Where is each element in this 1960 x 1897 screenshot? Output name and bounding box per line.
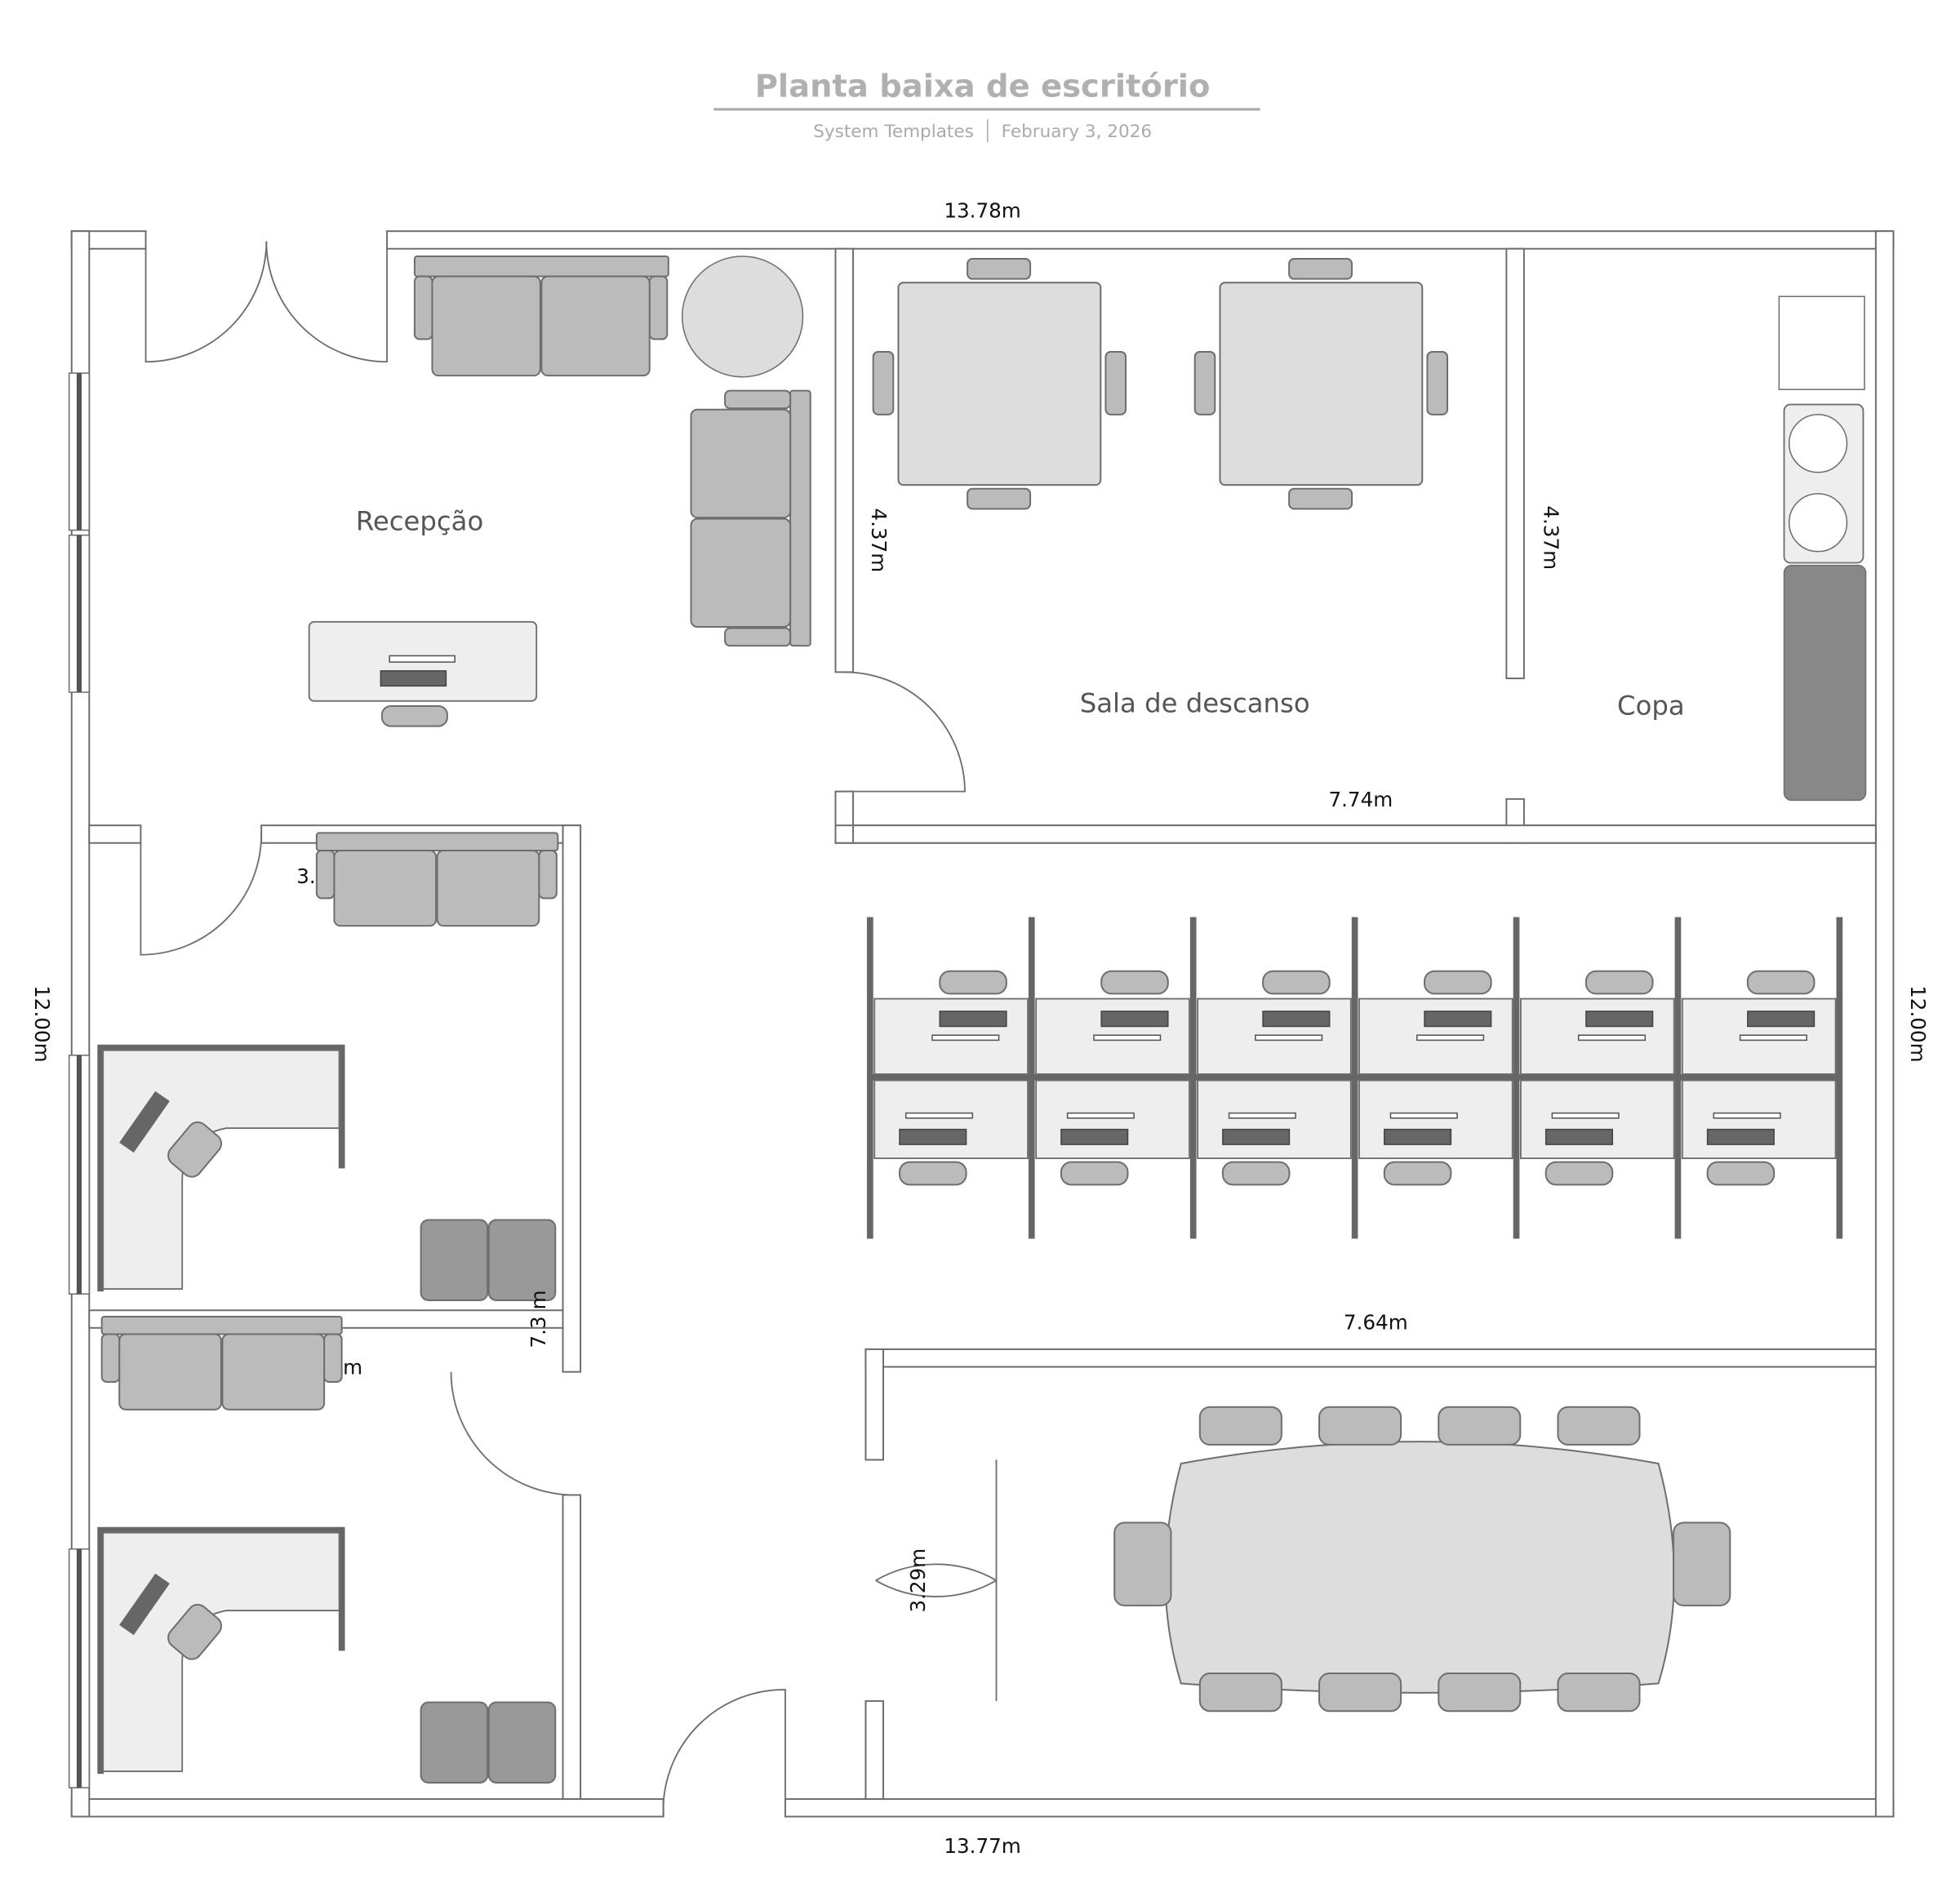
windows [68,372,91,1788]
dining-tables [872,258,1449,510]
desk [1358,1079,1513,1159]
dim-kitchen-height: 4.37m [1540,505,1563,570]
chair [1584,970,1654,995]
chair [1424,970,1492,995]
chair [1746,970,1816,995]
conference-table-group [1113,1406,1731,1713]
workstation-cluster [866,917,1843,1239]
chair [1198,1673,1282,1713]
chair [1288,487,1353,510]
dining-table [1219,282,1424,486]
chair [1438,1406,1522,1446]
chair [1438,1673,1522,1713]
chair [872,350,895,415]
monitor [931,1034,1000,1042]
chair [1060,1161,1129,1186]
chair [1193,350,1216,415]
chair [1198,1406,1282,1446]
chair [967,258,1032,280]
desk [1681,1079,1837,1159]
monitor [1228,1112,1296,1119]
desk [1197,1079,1352,1159]
chair [939,970,1007,995]
reception-desk [308,620,538,727]
monitor [1577,1034,1647,1042]
room-label-lounge: Sala de descanso [1080,688,1310,719]
keyboard [1424,1011,1492,1028]
chair [967,487,1032,510]
dim-right: 12.00m [1906,985,1930,1062]
chair [1557,1406,1641,1446]
monitor [1255,1034,1323,1042]
dim-conference-height: 3.29m [906,1548,930,1613]
keyboard [1544,1128,1614,1145]
office-1-furniture [97,832,559,1301]
chair [1318,1673,1402,1713]
chair [1383,1161,1452,1186]
keyboard [1262,1011,1331,1028]
round-table [681,255,804,378]
chair [1706,1161,1776,1186]
monitor [1713,1112,1781,1119]
chair [1318,1406,1402,1446]
chair [1557,1673,1641,1713]
author-label: System Templates [813,122,974,142]
monitor [1739,1034,1807,1042]
monitor [1066,1112,1135,1119]
kitchen-fixtures [1778,295,1867,802]
monitor [1093,1034,1162,1042]
dim-left: 12.00m [30,985,54,1062]
chair [1221,1161,1291,1186]
chair [1100,970,1169,995]
monitor [1551,1112,1620,1119]
dim-bottom: 13.77m [944,1834,1020,1858]
dining-table [897,282,1102,486]
dim-open-office-width: 7.64m [1344,1310,1408,1334]
monitor [1416,1034,1485,1042]
dim-top: 13.78m [944,198,1020,222]
monitor [1389,1112,1458,1119]
chair [1262,970,1331,995]
desk [1519,1079,1675,1159]
keyboard [1222,1128,1291,1145]
desk [873,1079,1029,1159]
keyboard [1706,1128,1775,1145]
room-label-reception: Recepção [356,505,483,536]
reception-sofa-side [690,389,811,647]
dim-office-width-partial: 3. [296,864,315,888]
chair [1288,258,1353,280]
keyboard [1060,1128,1129,1145]
keyboard [899,1128,967,1145]
plan-title: Planta baixa de escritório [755,69,1211,105]
dim-lounge-height: 4.37m [867,508,891,572]
partition [869,1073,1841,1081]
office-2-furniture [97,1315,557,1784]
chair [1544,1161,1614,1186]
dim-office-height-partial: 7.3 m [527,1291,550,1348]
date-label: February 3, 2026 [1002,122,1152,142]
keyboard [1747,1011,1816,1028]
monitor [904,1112,974,1119]
keyboard [1100,1011,1169,1028]
keyboard [1585,1011,1654,1028]
desk [1035,1079,1190,1159]
doors [140,241,998,1817]
reception-sofa [413,255,669,377]
room-label-kitchen: Copa [1617,691,1685,722]
dim-lounge-width: 7.74m [1328,788,1393,811]
chair [1113,1522,1172,1606]
chair [1673,1522,1731,1606]
chair [898,1161,967,1186]
chair [1426,350,1449,415]
conference-table [1164,1441,1675,1694]
dim-office-partial-m: m [343,1356,362,1379]
keyboard [1384,1128,1452,1145]
keyboard [939,1011,1007,1028]
chair [1104,350,1127,415]
